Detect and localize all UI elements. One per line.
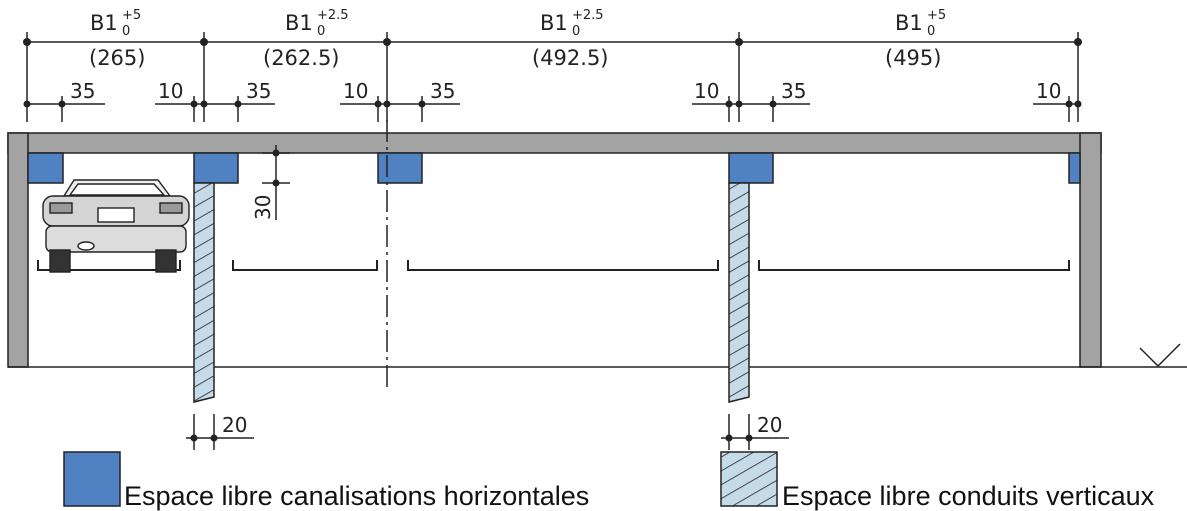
span-label-4: B1 +5 0 (495): [885, 8, 946, 70]
horizontal-service-spaces: [27, 152, 1081, 184]
svg-text:+5: +5: [927, 8, 946, 23]
dim-10-c: 10: [694, 79, 719, 103]
dimension-dots: [23, 38, 1082, 46]
svg-text:B1: B1: [285, 11, 313, 35]
span-label-1: B1 +5 0 (265): [89, 8, 145, 70]
dim-20-left: 20: [222, 413, 247, 437]
vertical-duct-right: [728, 182, 750, 403]
svg-text:+5: +5: [122, 8, 141, 23]
left-wall: [7, 132, 29, 368]
legend-label-vertical: Espace libre conduits verticaux: [782, 481, 1155, 511]
dim-35-a: 35: [70, 79, 95, 103]
dim-35-b: 35: [246, 79, 271, 103]
svg-text:0: 0: [122, 24, 130, 39]
legend: Espace libre canalisations horizontales …: [63, 451, 1155, 511]
right-wall: [1079, 132, 1102, 368]
dim-35-c: 35: [430, 79, 455, 103]
small-dimension-dots: [23, 100, 1082, 108]
svg-text:(262.5): (262.5): [263, 46, 340, 70]
svg-text:0: 0: [317, 24, 325, 39]
svg-text:(495): (495): [885, 46, 941, 70]
dim-20-right: 20: [757, 413, 782, 437]
svg-text:0: 0: [927, 24, 935, 39]
dim-10-a: 10: [158, 79, 183, 103]
svg-text:+2.5: +2.5: [572, 8, 604, 23]
svg-text:B1: B1: [895, 11, 923, 35]
svg-text:0: 0: [572, 24, 580, 39]
svg-text:B1: B1: [90, 11, 118, 35]
legend-swatch-vertical: [720, 451, 778, 507]
level-mark-icon: [1139, 343, 1181, 367]
dim-30: 30: [251, 195, 275, 220]
car-rear-icon: [42, 179, 190, 273]
vertical-duct-left: [193, 182, 215, 403]
span-label-3: B1 +2.5 0 (492.5): [532, 8, 609, 70]
ceiling-slab: [7, 132, 1102, 154]
svg-text:+2.5: +2.5: [317, 8, 349, 23]
span-label-2: B1 +2.5 0 (262.5): [263, 8, 349, 70]
parking-bay-markers: [37, 260, 1070, 271]
svg-text:(265): (265): [89, 46, 145, 70]
dim-35-d: 35: [781, 79, 806, 103]
dim-10-b: 10: [343, 79, 368, 103]
small-dimension-row: [27, 96, 1078, 122]
legend-swatch-horizontal: [63, 451, 121, 507]
svg-text:B1: B1: [540, 11, 568, 35]
legend-label-horizontal: Espace libre canalisations horizontales: [124, 481, 589, 511]
dim-10-d: 10: [1036, 79, 1061, 103]
svg-text:(492.5): (492.5): [532, 46, 609, 70]
